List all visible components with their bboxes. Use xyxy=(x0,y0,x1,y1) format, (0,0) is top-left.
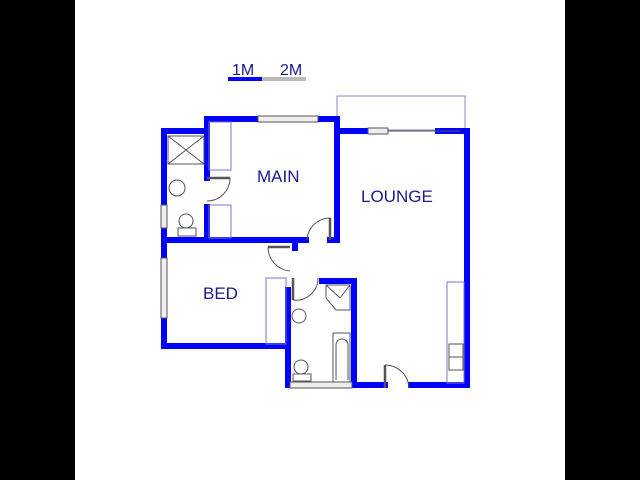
walls xyxy=(161,116,470,388)
fixtures xyxy=(167,135,464,382)
scale-bar: 1M 2M xyxy=(228,62,306,81)
scale-label-1m: 1M xyxy=(232,62,254,79)
toilet-icon-2 xyxy=(293,359,309,375)
floor-plan-canvas xyxy=(75,0,565,480)
shower-icon xyxy=(167,135,205,165)
basin-icon xyxy=(168,179,186,197)
room-label-main: MAIN xyxy=(257,167,300,186)
windows xyxy=(160,115,460,389)
toilet-icon xyxy=(178,213,194,229)
built-ins xyxy=(208,121,465,384)
doors xyxy=(206,176,410,389)
room-label-bed: BED xyxy=(203,284,238,303)
scale-label-2m: 2M xyxy=(280,62,302,79)
bath-icon xyxy=(332,332,351,382)
corner-shower-icon xyxy=(325,284,351,311)
room-label-lounge: LOUNGE xyxy=(361,187,433,206)
balcony-outline xyxy=(336,95,466,131)
basin-icon-2 xyxy=(291,308,307,324)
